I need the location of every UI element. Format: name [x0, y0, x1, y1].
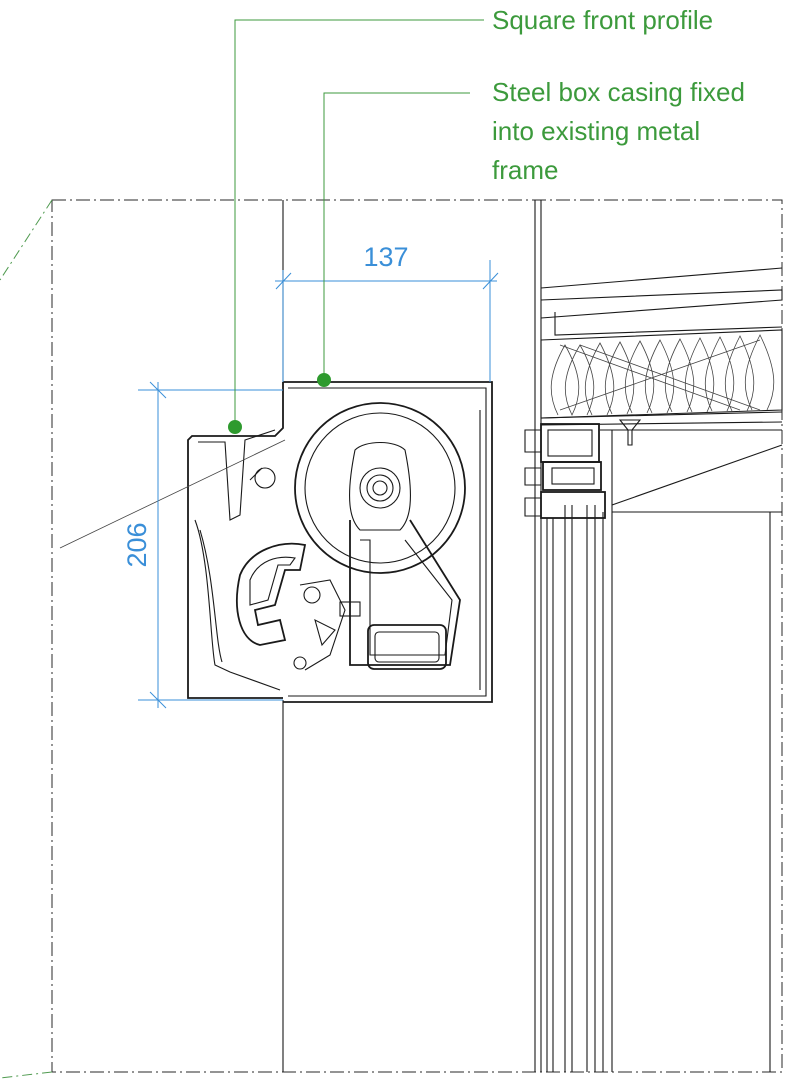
- head-section: [524, 267, 783, 1072]
- wall-lines: [282, 200, 542, 1072]
- dimension-height-label: 206: [122, 522, 152, 567]
- callout-front-profile: Square front profile: [492, 5, 713, 35]
- detail-boundary: [0, 199, 783, 1079]
- callout-dot-front-profile: [228, 420, 242, 434]
- callout-box-casing-line1: Steel box casing fixed: [492, 77, 745, 107]
- callout-box-casing-line3: frame: [492, 155, 558, 185]
- shutter-box: [59, 381, 493, 703]
- dimension-height: [138, 381, 283, 709]
- callout-dot-box-casing: [317, 373, 331, 387]
- callout-leaders: [228, 19, 484, 434]
- dimension-width: [275, 260, 499, 382]
- dimension-width-label: 137: [363, 242, 408, 272]
- callout-box-casing-line2: into existing metal: [492, 116, 700, 146]
